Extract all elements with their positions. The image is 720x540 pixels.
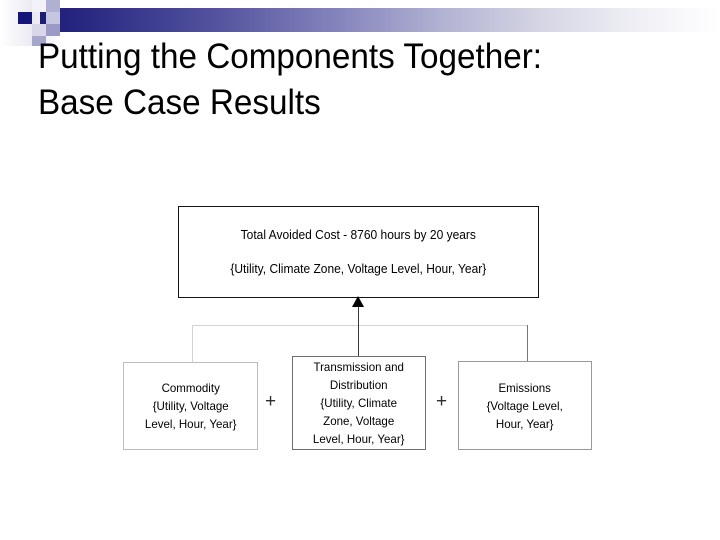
transmission_distribution-line-4: Zone, Voltage bbox=[323, 414, 395, 428]
gradient-bar bbox=[40, 8, 720, 32]
arrow-up-icon bbox=[352, 296, 364, 307]
bracket-horizontal-line bbox=[192, 325, 528, 326]
page-title-line-2: Base Case Results bbox=[38, 83, 321, 122]
transmission_distribution-line-2: Distribution bbox=[330, 378, 388, 392]
page-title: Putting the Components Together: Base Ca… bbox=[38, 34, 688, 126]
emissions-box: Emissions {Voltage Level, Hour, Year} bbox=[458, 361, 592, 450]
square-periwinkle-1 bbox=[46, 24, 60, 36]
transmission_distribution-line-5: Level, Hour, Year} bbox=[313, 432, 405, 446]
plus-operator-2: + bbox=[436, 391, 448, 412]
total-avoided-cost-text: Total Avoided Cost - 8760 hours by 20 ye… bbox=[231, 226, 487, 278]
emissions-line-3: Hour, Year} bbox=[496, 416, 554, 431]
square-dark-navy bbox=[18, 12, 32, 24]
square-pale-1 bbox=[32, 0, 46, 12]
square-lavender-1 bbox=[46, 12, 60, 24]
square-periwinkle-2 bbox=[32, 36, 46, 46]
emissions-line-2: {Voltage Level, bbox=[486, 398, 564, 413]
bracket-left-leg bbox=[192, 325, 193, 363]
emissions-line-1: Emissions bbox=[498, 380, 552, 395]
arrow-stem bbox=[358, 305, 360, 361]
bracket-right-leg bbox=[527, 325, 528, 363]
emissions-text: Emissions {Voltage Level, Hour, Year} bbox=[487, 379, 563, 433]
commodity-line-3: Level, Hour, Year} bbox=[144, 417, 237, 431]
total-avoided-cost-line-2: {Utility, Climate Zone, Voltage Level, H… bbox=[230, 262, 487, 276]
square-lavender-2 bbox=[32, 24, 46, 36]
total-avoided-cost-line-1: Total Avoided Cost - 8760 hours by 20 ye… bbox=[240, 228, 477, 242]
page-title-line-1: Putting the Components Together: bbox=[38, 37, 543, 76]
commodity-line-2: {Utility, Voltage bbox=[152, 399, 229, 413]
commodity-line-1: Commodity bbox=[161, 381, 220, 395]
transmission_distribution-line-3: {Utility, Climate bbox=[320, 396, 398, 410]
plus-operator-1: + bbox=[265, 391, 277, 412]
transmission_distribution-line-1: Transmission and bbox=[313, 360, 405, 374]
header-decoration-band bbox=[0, 0, 720, 46]
total-avoided-cost-box: Total Avoided Cost - 8760 hours by 20 ye… bbox=[178, 206, 539, 298]
square-midnavy bbox=[46, 0, 60, 12]
